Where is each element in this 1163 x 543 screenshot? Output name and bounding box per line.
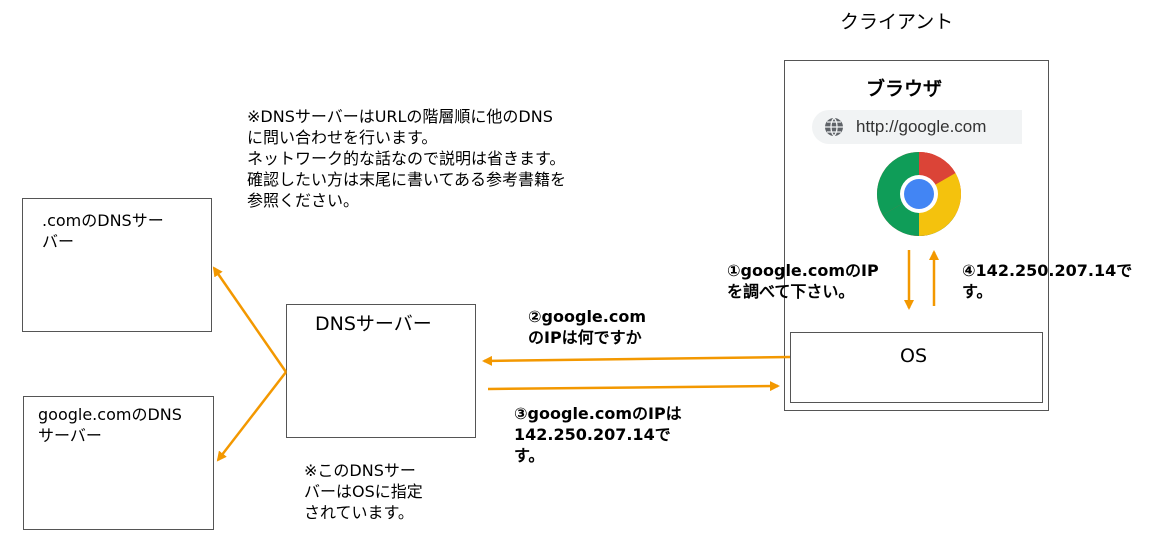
arrow-to-google-dns [216,371,287,462]
step4-label: ④142.250.207.14で す。 [962,261,1133,301]
globe-icon [825,117,843,137]
dns-server-label: DNSサーバー [315,313,432,335]
address-bar[interactable]: http://google.com [812,110,1022,144]
arrow-step3 [487,381,780,392]
dns-server-box [286,304,476,438]
step2-label: ②google.com のIPは何ですか [528,307,646,347]
arrow-to-com-dns [212,266,288,373]
os-box [790,332,1043,403]
com-dns-server-label: .comのDNSサー バー [42,211,164,251]
com-dns-server-box [22,198,212,332]
note-bottom: ※このDNSサー バーはOSに指定 されています。 [304,461,423,522]
note-top: ※DNSサーバーはURLの階層順に他のDNS に問い合わせを行います。 ネットワ… [247,107,567,210]
client-label: クライアント [840,11,954,33]
google-dns-server-label: google.comのDNS サーバー [38,405,182,445]
browser-title: ブラウザ [866,78,943,100]
step1-label: ①google.comのIP を調べて下さい。 [727,261,879,301]
google-dns-server-box [23,396,214,530]
chrome-logo-icon [876,151,962,237]
address-text: http://google.com [856,117,987,136]
arrow-step2 [482,355,791,366]
step3-label: ③google.comのIPは 142.250.207.14で す。 [514,404,682,465]
os-label: OS [900,345,928,367]
